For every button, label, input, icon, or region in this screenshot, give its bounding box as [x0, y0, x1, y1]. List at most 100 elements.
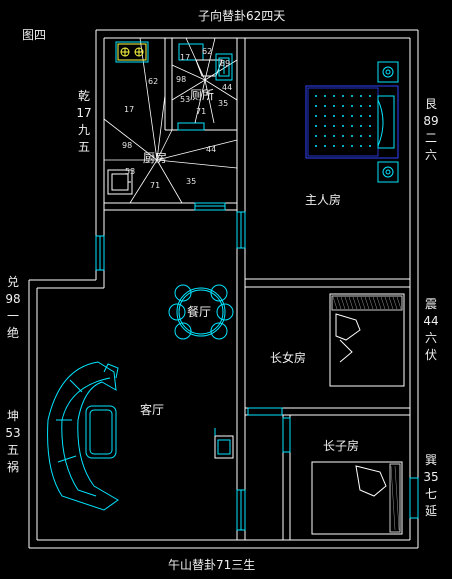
- bed-dot: [360, 135, 362, 137]
- bed-dot: [351, 135, 353, 137]
- right-upper-3: 六: [424, 148, 437, 162]
- left-upper-1: 98: [5, 292, 21, 306]
- bed-dot: [360, 95, 362, 97]
- hatch-line: [336, 296, 342, 310]
- toilet-num-44: 44: [222, 83, 232, 92]
- left-top-3: 五: [77, 140, 90, 154]
- sink-icon: [107, 169, 133, 195]
- bed-dot: [315, 105, 317, 107]
- room-label-toilet: 厕所: [190, 88, 215, 102]
- left-upper-0: 兑: [6, 275, 19, 289]
- compass-left-lower: 坤 53 五 祸: [5, 408, 21, 476]
- compass-top: 子向替卦62四天: [198, 9, 286, 23]
- kitchen-numbers: 62 17 98 53 71 35 44: [122, 77, 216, 190]
- bed-dot: [342, 145, 344, 147]
- hatch-line: [364, 296, 370, 310]
- left-lower-2: 五: [6, 443, 19, 457]
- bed-dot: [351, 125, 353, 127]
- hatch-line: [372, 296, 378, 310]
- toilet-num-98: 98: [176, 75, 186, 84]
- right-middle-1: 44: [423, 314, 439, 328]
- right-upper-2: 二: [424, 131, 437, 145]
- toilet-fixture-icon: [178, 43, 233, 81]
- hatch-line: [394, 465, 400, 531]
- compass-right-upper: 艮 89 二 六: [423, 96, 439, 164]
- bed-dot: [369, 145, 371, 147]
- kitchen-num-17: 17: [124, 105, 134, 114]
- bed-dot: [315, 125, 317, 127]
- bed-dot: [315, 135, 317, 137]
- daughter-bed-icon: [329, 293, 405, 387]
- right-middle-2: 六: [424, 331, 437, 345]
- right-middle-0: 震: [424, 297, 437, 311]
- bed-dot: [315, 115, 317, 117]
- bed-dot: [360, 145, 362, 147]
- toilet-bagua: [171, 37, 238, 124]
- figure-label: 图四: [22, 28, 47, 42]
- right-upper-0: 艮: [424, 97, 437, 111]
- bed-dot: [333, 105, 335, 107]
- hatch-line: [368, 296, 374, 310]
- right-lower-2: 七: [424, 487, 437, 501]
- kitchen-num-35: 35: [186, 177, 196, 186]
- hatch-line: [348, 296, 354, 310]
- left-top-0: 乾: [77, 89, 90, 103]
- kitchen-bagua: [103, 37, 238, 204]
- bed-dot: [369, 135, 371, 137]
- bed-dot: [369, 125, 371, 127]
- room-label-living: 客厅: [140, 403, 165, 417]
- bed-dot: [324, 135, 326, 137]
- left-lower-3: 祸: [6, 460, 19, 474]
- toilet-num-35: 35: [218, 99, 228, 108]
- bed-dot: [324, 105, 326, 107]
- left-upper-3: 绝: [6, 326, 19, 340]
- hatch-line: [384, 296, 390, 310]
- room-label-master: 主人房: [305, 193, 342, 207]
- master-bed-icon: [305, 61, 399, 183]
- bed-dot: [333, 125, 335, 127]
- room-label-dining: 餐厅: [187, 305, 212, 319]
- bed-dot: [333, 135, 335, 137]
- toilet-num-53: 53: [180, 95, 190, 104]
- toilet-num-71: 71: [196, 107, 206, 116]
- sofa-icon: [47, 361, 119, 511]
- kitchen-num-53: 53: [125, 167, 135, 176]
- toilet-num-89: 89: [220, 59, 230, 68]
- hatch-line: [352, 296, 358, 310]
- left-lower-0: 坤: [6, 409, 19, 423]
- bed-dot: [351, 115, 353, 117]
- right-lower-0: 巽: [424, 453, 437, 467]
- bed-dot: [360, 115, 362, 117]
- windows: [95, 122, 419, 531]
- bed-dot: [369, 95, 371, 97]
- room-label-son: 长子房: [323, 439, 360, 453]
- left-top-2: 九: [77, 123, 90, 137]
- hatch-line: [388, 296, 394, 310]
- compass-left-upper: 兑 98 一 绝: [5, 274, 21, 342]
- kitchen-num-44: 44: [206, 145, 216, 154]
- bed-dot: [342, 105, 344, 107]
- hatch-line: [376, 296, 382, 310]
- bed-dot: [324, 95, 326, 97]
- compass-right-middle: 震 44 六 伏: [423, 296, 439, 364]
- bed-dot: [369, 115, 371, 117]
- outer-walls: [28, 29, 419, 549]
- bed-dot: [324, 125, 326, 127]
- cabinet-icon: [214, 428, 234, 459]
- kitchen-num-71: 71: [150, 181, 160, 190]
- interior-walls: [104, 38, 410, 540]
- toilet-num-62: 62: [202, 47, 212, 56]
- hatch-line: [344, 296, 350, 310]
- room-label-kitchen: 厨房: [143, 151, 168, 165]
- hatch-line: [356, 296, 362, 310]
- compass-bottom: 午山替卦71三生: [168, 558, 256, 572]
- hatch-line: [392, 296, 398, 310]
- left-upper-2: 一: [6, 309, 19, 323]
- bed-dot: [333, 145, 335, 147]
- bed-dot: [342, 125, 344, 127]
- left-top-1: 17: [76, 106, 92, 120]
- stove-icon: [115, 41, 149, 63]
- bed-dot: [324, 145, 326, 147]
